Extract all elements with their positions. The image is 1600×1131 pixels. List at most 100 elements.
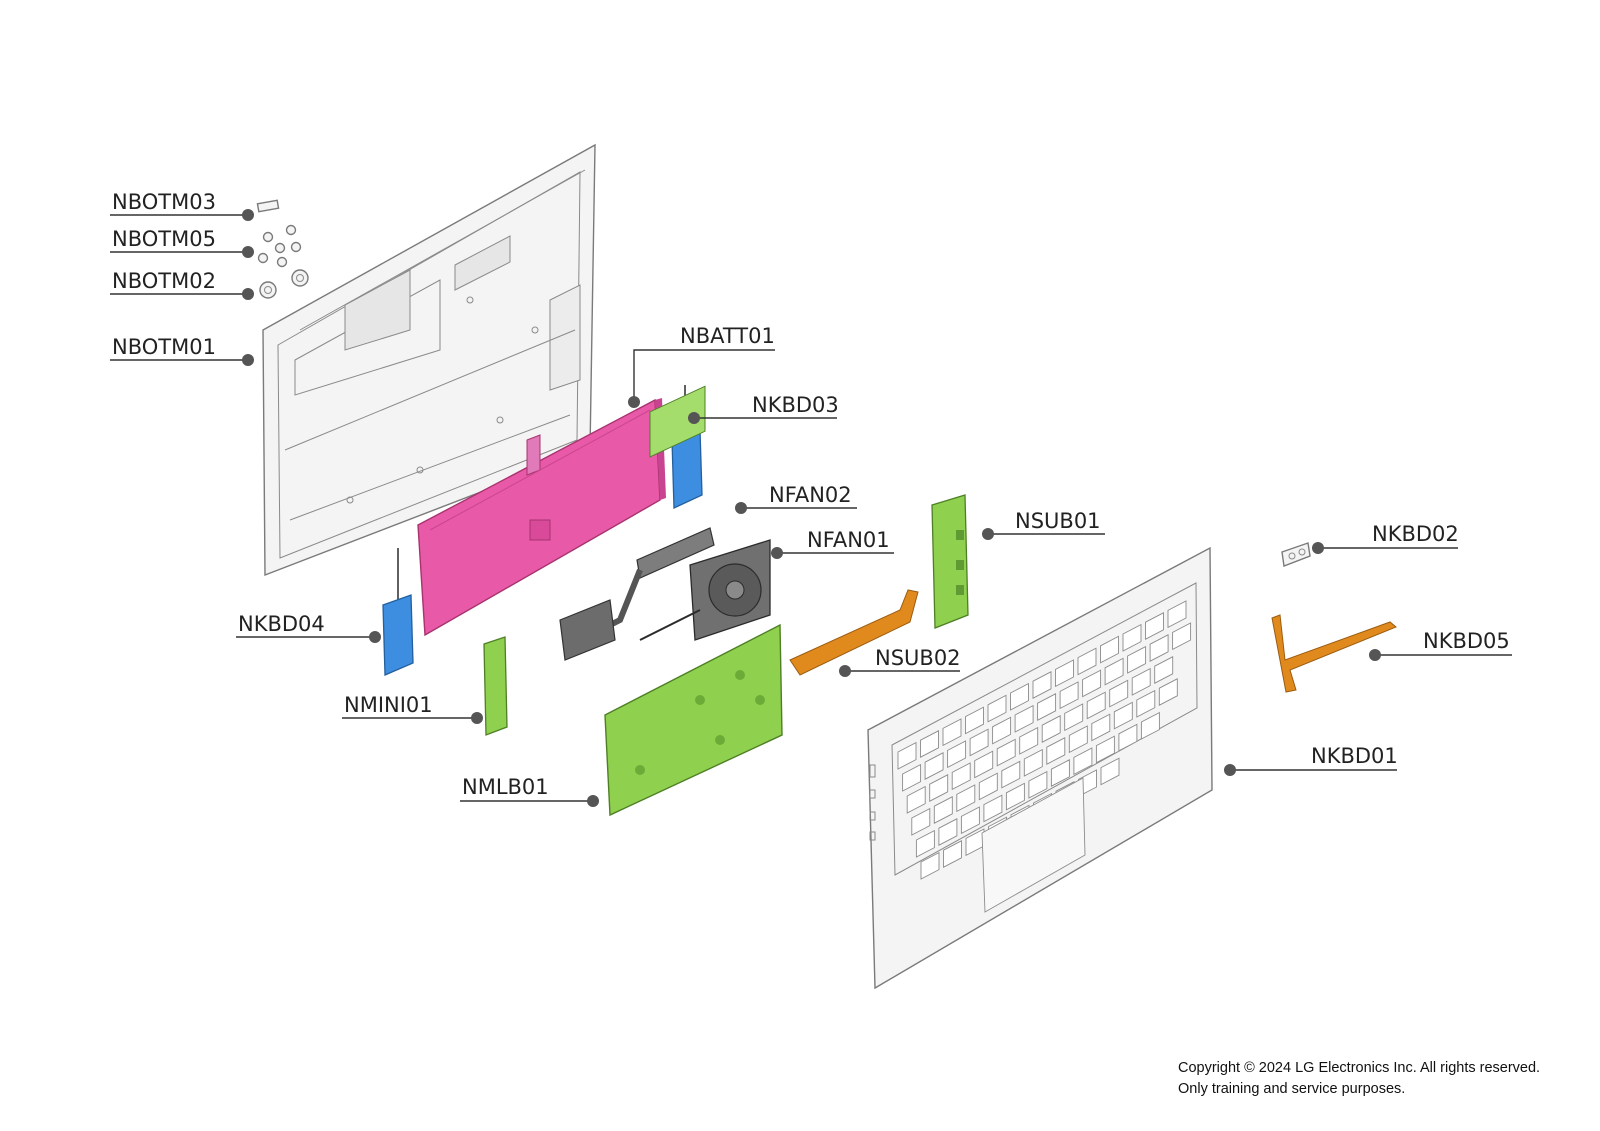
- keyboard-key: [1005, 782, 1025, 811]
- keyboard-key: [1028, 770, 1048, 799]
- part-label-NBATT01: NBATT01: [680, 324, 775, 348]
- part-label-NKBD01: NKBD01: [1311, 744, 1398, 768]
- callout-dot: [1312, 542, 1324, 554]
- part-label-NKBD04: NKBD04: [238, 612, 325, 636]
- part-label-NBOTM05: NBOTM05: [112, 227, 216, 251]
- keyboard-key: [915, 829, 935, 858]
- part-label-NSUB02: NSUB02: [875, 646, 961, 670]
- keyboard-key: [1158, 678, 1178, 706]
- keyboard-key: [1149, 634, 1169, 662]
- fan: [639, 539, 771, 641]
- callout-dot: [369, 631, 381, 643]
- keyboard-key: [1154, 656, 1174, 684]
- part-label-NKBD05: NKBD05: [1423, 629, 1510, 653]
- callout-NMLB01: NMLB01: [460, 775, 599, 807]
- keyboard-key: [943, 840, 962, 868]
- keyboard-key: [1095, 735, 1115, 764]
- keyboard-key: [920, 730, 939, 758]
- keyboard-key: [1167, 600, 1187, 629]
- callout-NFAN02: NFAN02: [735, 483, 857, 514]
- main-board: [604, 385, 783, 817]
- sub-board: [931, 494, 969, 629]
- part-label-NFAN02: NFAN02: [769, 483, 852, 507]
- keyboard-key: [938, 818, 958, 846]
- callout-NBOTM02: NBOTM02: [110, 269, 254, 300]
- keyboard-key: [987, 694, 1007, 723]
- callout-dot: [242, 354, 254, 366]
- keyboard-key: [924, 752, 944, 780]
- part-label-NBOTM03: NBOTM03: [112, 190, 216, 214]
- callout-dot: [839, 665, 851, 677]
- callout-NKBD03: NKBD03: [688, 393, 839, 424]
- callout-dot: [1369, 649, 1381, 661]
- callout-NSUB02: NSUB02: [839, 646, 961, 677]
- callout-NMINI01: NMINI01: [342, 693, 483, 724]
- keyboard-key: [1109, 679, 1129, 708]
- keyboard-key: [1082, 669, 1102, 698]
- copyright-line-2: Only training and service purposes.: [1178, 1081, 1406, 1097]
- callout-dot: [688, 412, 700, 424]
- keyboard-key: [1086, 691, 1106, 720]
- keyboard-fpc: [1271, 614, 1397, 693]
- callout-NKBD01: NKBD01: [1224, 744, 1398, 776]
- callout-dot: [735, 502, 747, 514]
- keyboard-key: [1041, 715, 1061, 743]
- keyboard-key: [1001, 760, 1021, 789]
- part-label-NBOTM01: NBOTM01: [112, 335, 216, 359]
- ssd-module: [483, 636, 508, 736]
- keyboard-key: [1127, 645, 1147, 674]
- callout-dot: [628, 396, 640, 408]
- sub-cable: [789, 589, 919, 676]
- callout-NKBD05: NKBD05: [1369, 629, 1512, 661]
- part-label-NMLB01: NMLB01: [462, 775, 549, 799]
- callout-NFAN01: NFAN01: [771, 528, 894, 559]
- keyboard-key: [897, 741, 917, 770]
- copyright-notice: Copyright © 2024 LG Electronics Inc. All…: [1178, 1058, 1540, 1100]
- callout-NSUB01: NSUB01: [982, 509, 1105, 540]
- keyboard-key: [1136, 689, 1156, 718]
- keyboard-key: [1104, 657, 1124, 686]
- keyboard-key: [902, 763, 922, 792]
- keyboard-key: [1100, 757, 1120, 786]
- keyboard-key: [974, 750, 994, 779]
- keyboard-key: [1118, 723, 1138, 752]
- keyboard-key: [1113, 701, 1133, 730]
- keyboard-key: [1023, 748, 1043, 777]
- keyboard-key: [1068, 725, 1088, 754]
- keyboard-key: [983, 794, 1003, 823]
- keyboard-key: [906, 785, 926, 814]
- keyboard-key: [951, 762, 971, 791]
- callout-NBOTM05: NBOTM05: [110, 227, 254, 258]
- keyboard-key: [1073, 747, 1093, 776]
- keyboard-key: [947, 740, 967, 769]
- speaker-left: [382, 548, 414, 676]
- keyboard-key: [969, 728, 989, 757]
- callout-dot: [982, 528, 994, 540]
- keyboard-key: [1145, 612, 1164, 640]
- callout-dot: [242, 246, 254, 258]
- keyboard-key: [1131, 667, 1151, 696]
- keyboard-key: [1037, 693, 1057, 721]
- part-label-NBOTM02: NBOTM02: [112, 269, 216, 293]
- copyright-line-1: Copyright © 2024 LG Electronics Inc. All…: [1178, 1060, 1541, 1076]
- part-label-NSUB01: NSUB01: [1015, 509, 1101, 533]
- keyboard-key: [1140, 711, 1160, 740]
- keyboard-key: [1050, 759, 1070, 787]
- keyboard-key: [1172, 622, 1192, 651]
- keyboard-key: [911, 807, 931, 836]
- part-label-NFAN01: NFAN01: [807, 528, 890, 552]
- keyboard-key: [978, 772, 998, 801]
- keyboard-key: [996, 738, 1016, 767]
- keyboard-key: [1091, 713, 1111, 742]
- keyboard-key: [942, 718, 962, 747]
- keyboard-key: [1010, 682, 1029, 711]
- part-label-NKBD03: NKBD03: [752, 393, 839, 417]
- heatpipe: [559, 527, 715, 661]
- bottom-chassis: [262, 143, 596, 577]
- callout-NKBD02: NKBD02: [1312, 522, 1459, 554]
- callout-dot: [587, 795, 599, 807]
- keyboard-key: [1077, 647, 1097, 676]
- keyboard-key: [956, 784, 976, 813]
- keyboard-key: [1046, 737, 1066, 765]
